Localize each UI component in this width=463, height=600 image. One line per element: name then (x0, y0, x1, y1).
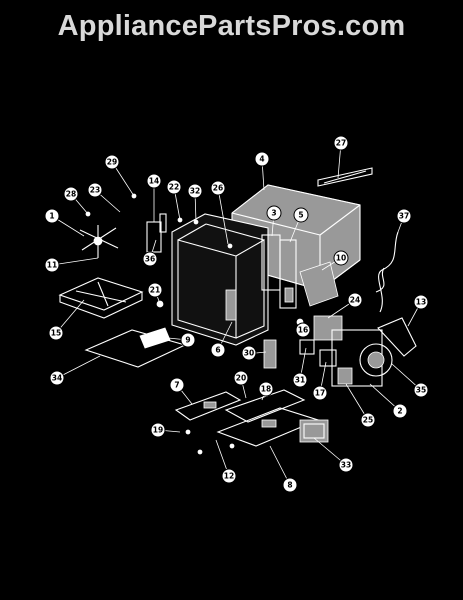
callout-19: 19 (150, 422, 166, 438)
callout-6: 6 (210, 342, 226, 358)
callout-30: 30 (241, 345, 257, 361)
svg-text:13: 13 (416, 298, 426, 307)
svg-text:19: 19 (153, 426, 163, 435)
svg-text:4: 4 (259, 155, 264, 164)
svg-text:28: 28 (66, 190, 76, 199)
svg-text:1: 1 (49, 212, 54, 221)
svg-text:32: 32 (190, 187, 200, 196)
svg-text:36: 36 (145, 255, 155, 264)
callout-4: 4 (254, 151, 270, 167)
waveguide-part (299, 261, 339, 307)
svg-text:37: 37 (399, 212, 409, 221)
svg-text:29: 29 (107, 158, 117, 167)
callout-16: 16 (295, 322, 311, 338)
cavity-frame-part (171, 213, 269, 346)
svg-text:27: 27 (336, 139, 346, 148)
callout-34: 34 (49, 370, 65, 386)
callout-21: 21 (147, 282, 163, 298)
site-watermark: AppliancePartsPros.com (57, 10, 406, 42)
callout-12: 12 (221, 468, 237, 484)
callout-3: 3 (266, 205, 282, 221)
transformer-part (299, 419, 329, 443)
callout-13: 13 (413, 294, 429, 310)
callout-1: 1 (44, 208, 60, 224)
svg-text:14: 14 (149, 177, 159, 186)
callout-17: 17 (312, 385, 328, 401)
svg-text:9: 9 (185, 336, 190, 345)
svg-text:10: 10 (336, 254, 346, 263)
svg-text:31: 31 (295, 376, 305, 385)
rear-panel-part (261, 234, 297, 309)
heater-element-part (317, 167, 373, 187)
callout-8: 8 (282, 477, 298, 493)
callout-2: 2 (392, 403, 408, 419)
door-hinge-part (146, 213, 167, 253)
callout-33: 33 (338, 457, 354, 473)
blower-assembly-part (299, 315, 417, 387)
svg-text:15: 15 (51, 329, 61, 338)
callout-27: 27 (333, 135, 349, 151)
svg-text:11: 11 (47, 261, 57, 270)
callout-7: 7 (169, 377, 185, 393)
svg-text:35: 35 (416, 386, 426, 395)
svg-text:21: 21 (150, 286, 160, 295)
svg-text:34: 34 (52, 374, 62, 383)
callouts: 1 11 28 23 29 14 22 32 26 4 27 37 3 5 10… (44, 135, 429, 493)
svg-text:33: 33 (341, 461, 351, 470)
callout-11: 11 (44, 257, 60, 273)
svg-text:26: 26 (213, 184, 223, 193)
svg-text:3: 3 (271, 209, 276, 218)
shelf-tray-part (58, 277, 144, 319)
base-plate-part (174, 389, 320, 447)
svg-text:18: 18 (261, 385, 271, 394)
callout-23: 23 (87, 182, 103, 198)
bottom-plate-part (84, 329, 187, 368)
fan-blade-part (79, 225, 119, 258)
callout-26: 26 (210, 180, 226, 196)
callout-5: 5 (293, 207, 309, 223)
svg-text:24: 24 (350, 296, 360, 305)
svg-text:5: 5 (298, 211, 303, 220)
callout-15: 15 (48, 325, 64, 341)
svg-text:8: 8 (287, 481, 292, 490)
svg-text:17: 17 (315, 389, 325, 398)
svg-text:25: 25 (363, 416, 373, 425)
callout-22: 22 (166, 179, 182, 195)
callout-24: 24 (347, 292, 363, 308)
svg-text:16: 16 (298, 326, 308, 335)
callout-20: 20 (233, 370, 249, 386)
svg-text:20: 20 (236, 374, 246, 383)
svg-text:7: 7 (174, 381, 179, 390)
callout-18: 18 (258, 381, 274, 397)
control-board-part (263, 339, 277, 369)
callout-29: 29 (104, 154, 120, 170)
callout-9: 9 (180, 332, 196, 348)
svg-text:22: 22 (169, 183, 179, 192)
callout-25: 25 (360, 412, 376, 428)
power-cord-part (375, 231, 399, 313)
callout-14: 14 (146, 173, 162, 189)
svg-text:12: 12 (224, 472, 234, 481)
svg-text:30: 30 (244, 349, 254, 358)
callout-35: 35 (413, 382, 429, 398)
svg-text:6: 6 (215, 346, 220, 355)
svg-text:2: 2 (397, 407, 402, 416)
callout-37: 37 (396, 208, 412, 224)
callout-31: 31 (292, 372, 308, 388)
callout-32: 32 (187, 183, 203, 199)
bracket-part (139, 327, 171, 349)
callout-36: 36 (142, 251, 158, 267)
callout-28: 28 (63, 186, 79, 202)
callout-10: 10 (333, 250, 349, 266)
svg-text:23: 23 (90, 186, 100, 195)
